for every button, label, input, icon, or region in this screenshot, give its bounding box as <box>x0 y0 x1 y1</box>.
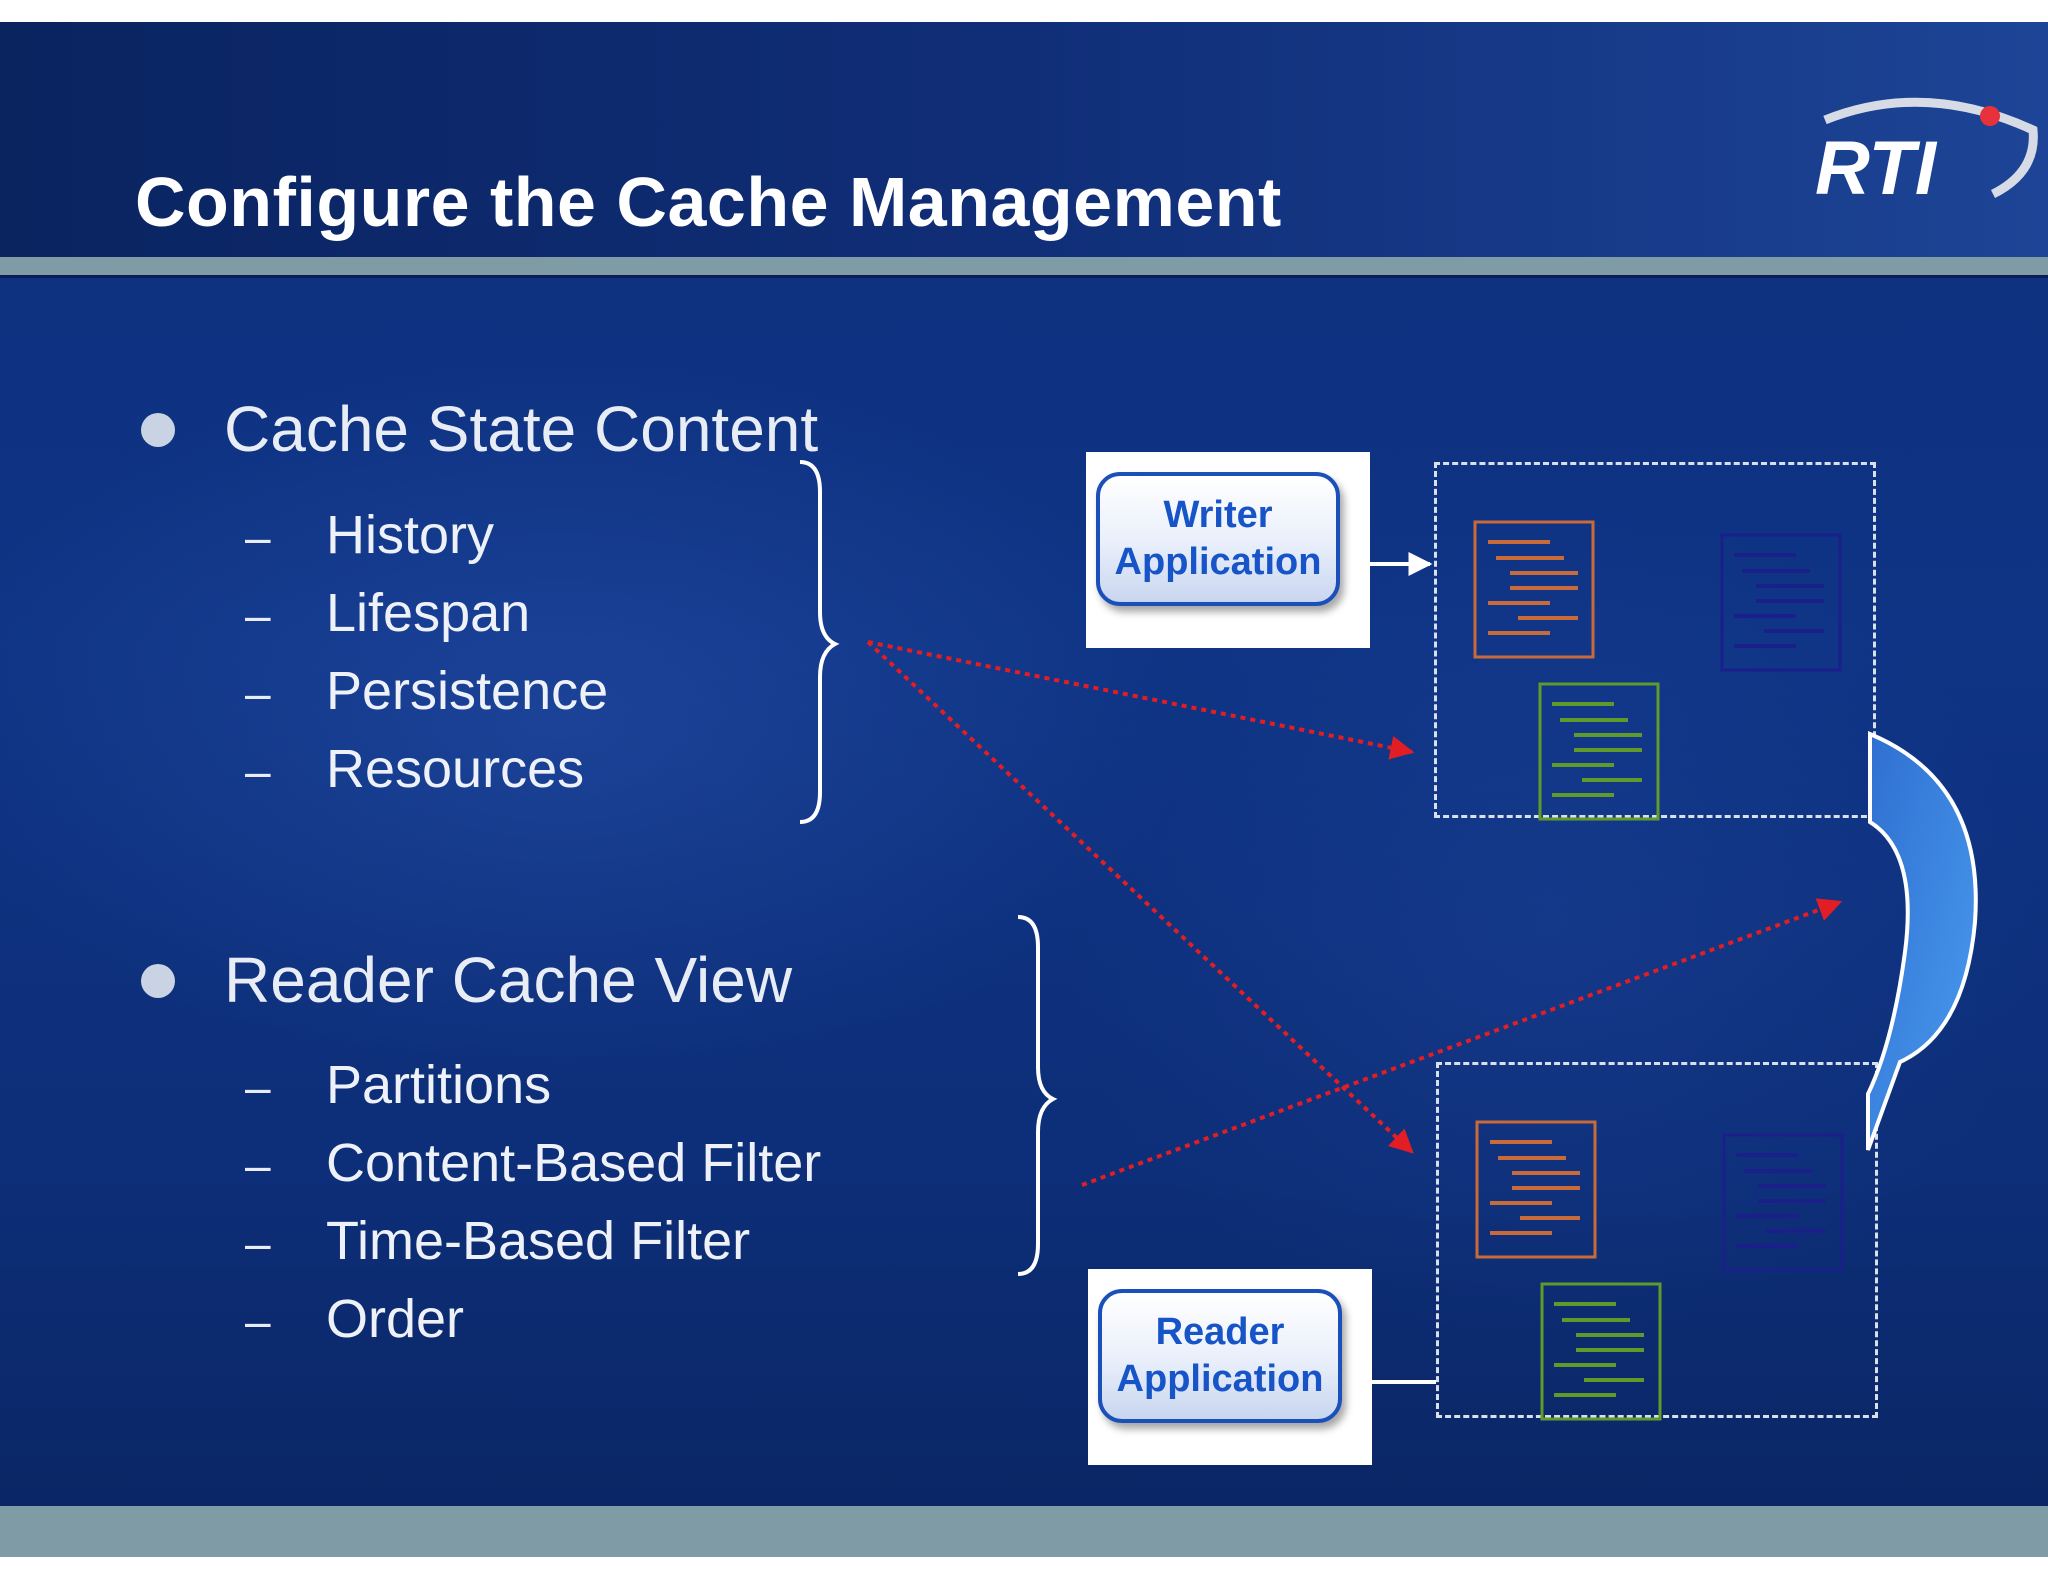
dash-icon: – <box>245 1295 271 1347</box>
logo-swoosh <box>1823 97 2038 199</box>
section-heading-cache-state: Cache State Content <box>224 393 819 465</box>
document-icon-navy <box>1722 1133 1844 1272</box>
document-icon-green <box>1538 682 1660 821</box>
item-history: History <box>326 505 495 565</box>
footer-band <box>0 1506 2048 1557</box>
dash-icon: – <box>245 1061 271 1113</box>
transfer-curved-arrow <box>1866 730 1978 1151</box>
header-band <box>0 22 2048 257</box>
reader-app-label-line1: Reader <box>1155 1311 1285 1353</box>
logo-dot <box>1980 106 2000 126</box>
brace-cache-state <box>799 460 840 824</box>
dash-icon: – <box>245 1217 271 1269</box>
reader-application-box: Reader Application <box>1088 1269 1372 1465</box>
bullet-icon <box>141 413 175 447</box>
item-content-filter: Content-Based Filter <box>326 1133 822 1193</box>
item-persistence: Persistence <box>326 661 609 721</box>
item-lifespan: Lifespan <box>326 583 531 643</box>
document-icon-orange <box>1475 1120 1597 1259</box>
rti-logo: RTI <box>1815 97 2038 211</box>
writer-cache-box <box>1434 462 1876 818</box>
connector-view-to-transfer <box>1081 898 1843 1187</box>
cache-diagram <box>799 460 1978 1421</box>
dash-icon: – <box>245 1139 271 1191</box>
slide: Configure the Cache Management RTI Cache… <box>0 22 2048 1557</box>
writer-app-label-line2: Application <box>1114 541 1322 583</box>
dash-icon: – <box>245 511 271 563</box>
writer-application-box: Writer Application <box>1086 452 1370 648</box>
section-heading-reader-cache: Reader Cache View <box>224 944 793 1016</box>
dash-icon: – <box>245 667 271 719</box>
reader-application-button: Reader Application <box>1098 1289 1342 1423</box>
brace-reader-view <box>1017 915 1058 1276</box>
reader-cache-box <box>1436 1062 1878 1418</box>
item-resources: Resources <box>326 739 585 799</box>
document-icon-navy <box>1720 533 1842 672</box>
dash-icon: – <box>245 589 271 641</box>
item-partitions: Partitions <box>326 1055 552 1115</box>
header-rule <box>0 257 2048 278</box>
connector-state-to-writer-cache <box>867 640 1415 760</box>
writer-app-label-line1: Writer <box>1163 494 1273 536</box>
slide-title: Configure the Cache Management <box>135 163 1282 241</box>
logo-text: RTI <box>1815 126 1938 211</box>
item-time-filter: Time-Based Filter <box>326 1211 751 1271</box>
reader-app-label-line2: Application <box>1116 1358 1324 1400</box>
document-icon-green <box>1540 1282 1662 1421</box>
bullet-icon <box>141 964 175 998</box>
dash-icon: – <box>245 745 271 797</box>
item-order: Order <box>326 1289 465 1349</box>
writer-application-button: Writer Application <box>1096 472 1340 606</box>
document-icon-orange <box>1473 520 1595 659</box>
connector-state-to-reader-cache <box>866 640 1414 1154</box>
